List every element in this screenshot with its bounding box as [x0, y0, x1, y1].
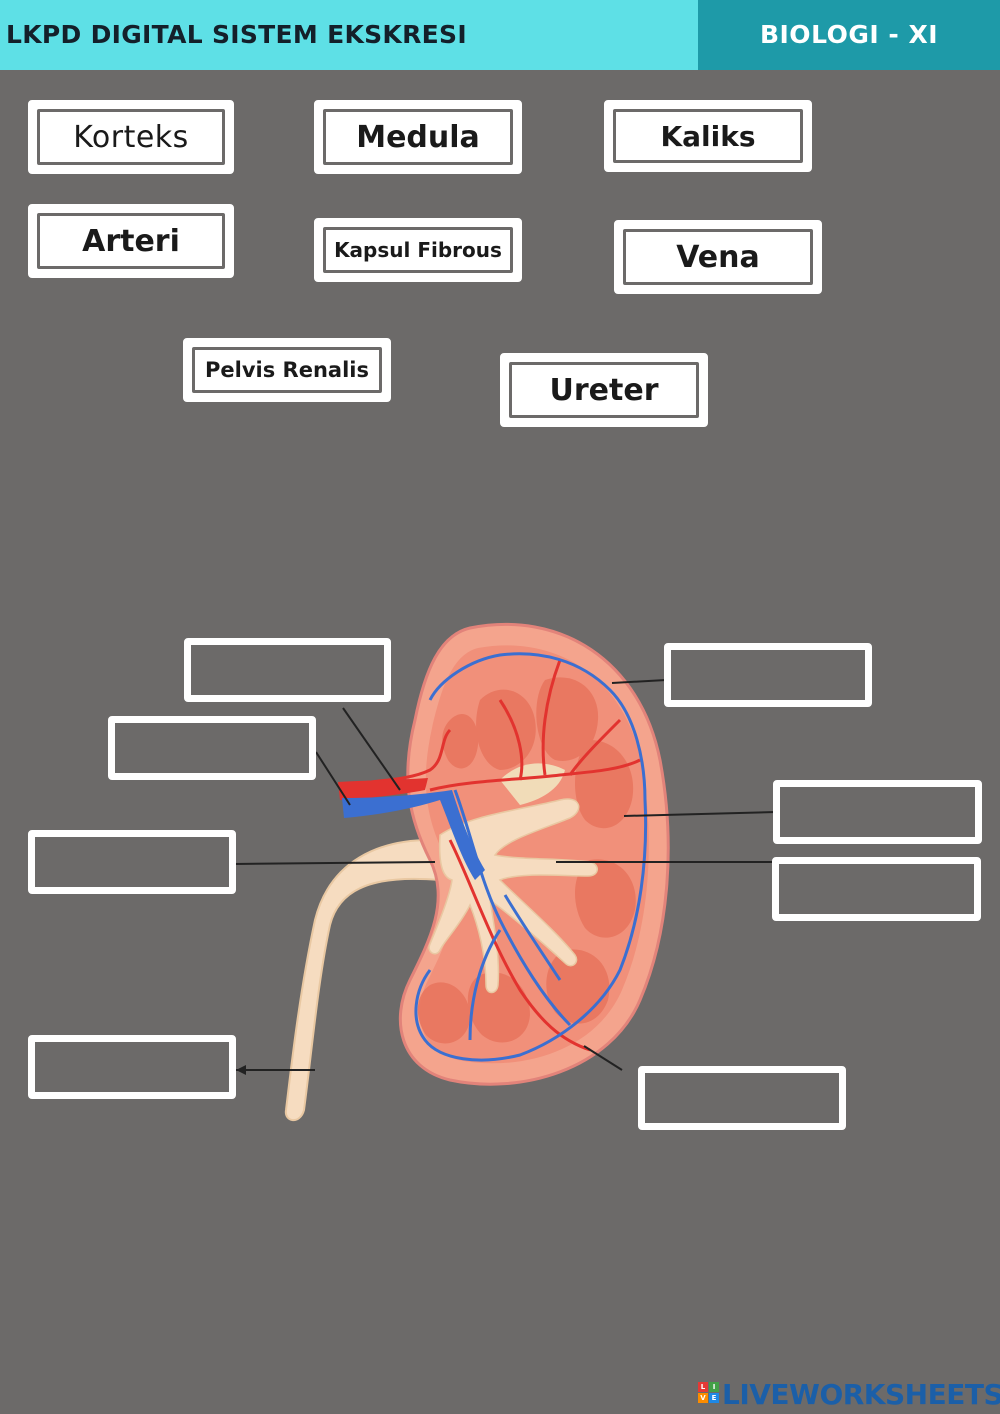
- logo-letter-e: E: [709, 1393, 719, 1403]
- chip-vena[interactable]: Vena: [614, 220, 822, 294]
- logo-letter-i: I: [709, 1382, 719, 1392]
- worksheet-title: LKPD DIGITAL SISTEM EKSKRESI: [6, 20, 467, 49]
- logo-letter-v: V: [698, 1393, 708, 1403]
- arrow-head: [236, 1065, 246, 1075]
- chip-label: Pelvis Renalis: [205, 358, 369, 382]
- medulla-pyramids: [417, 677, 636, 1044]
- chip-pelvis-renalis[interactable]: Pelvis Renalis: [183, 338, 391, 402]
- drop-zone-1[interactable]: [184, 638, 391, 702]
- pointer-lines: [233, 679, 777, 1071]
- subject-bar: [698, 0, 1000, 70]
- liveworksheets-brand[interactable]: LIVEWORKSHEETS: [722, 1378, 1000, 1411]
- renal-artery-branches: [344, 659, 641, 1052]
- drop-zone-6[interactable]: [773, 780, 982, 844]
- chip-medula[interactable]: Medula: [314, 100, 522, 174]
- drop-zone-7[interactable]: [772, 857, 981, 921]
- chip-label: Kaliks: [660, 119, 756, 153]
- chip-label: Korteks: [73, 119, 189, 155]
- chip-label: Vena: [676, 239, 760, 275]
- chip-label: Medula: [356, 119, 480, 155]
- liveworksheets-logo-icon: L I V E: [698, 1382, 720, 1404]
- ureter-shape: [284, 838, 442, 1122]
- logo-letter-l: L: [698, 1382, 708, 1392]
- drop-zone-4[interactable]: [28, 1035, 236, 1099]
- chip-kaliks[interactable]: Kaliks: [604, 100, 812, 172]
- chip-label: Arteri: [82, 223, 180, 259]
- renal-artery: [338, 778, 428, 800]
- renal-vein-branches: [414, 652, 648, 1062]
- subject-label: BIOLOGI - XI: [759, 20, 939, 49]
- drop-zone-8[interactable]: [638, 1066, 846, 1130]
- drop-zone-2[interactable]: [108, 716, 316, 780]
- drop-zone-3[interactable]: [28, 830, 236, 894]
- chip-korteks[interactable]: Korteks: [28, 100, 234, 174]
- header-bar: [0, 0, 698, 70]
- chip-label: Kapsul Fibrous: [334, 238, 502, 262]
- chip-label: Ureter: [549, 372, 659, 408]
- renal-vein: [342, 790, 485, 880]
- drop-zone-5[interactable]: [664, 643, 872, 707]
- chip-kapsul-fibrous[interactable]: Kapsul Fibrous: [314, 218, 522, 282]
- chip-ureter[interactable]: Ureter: [500, 353, 708, 427]
- chip-arteri[interactable]: Arteri: [28, 204, 234, 278]
